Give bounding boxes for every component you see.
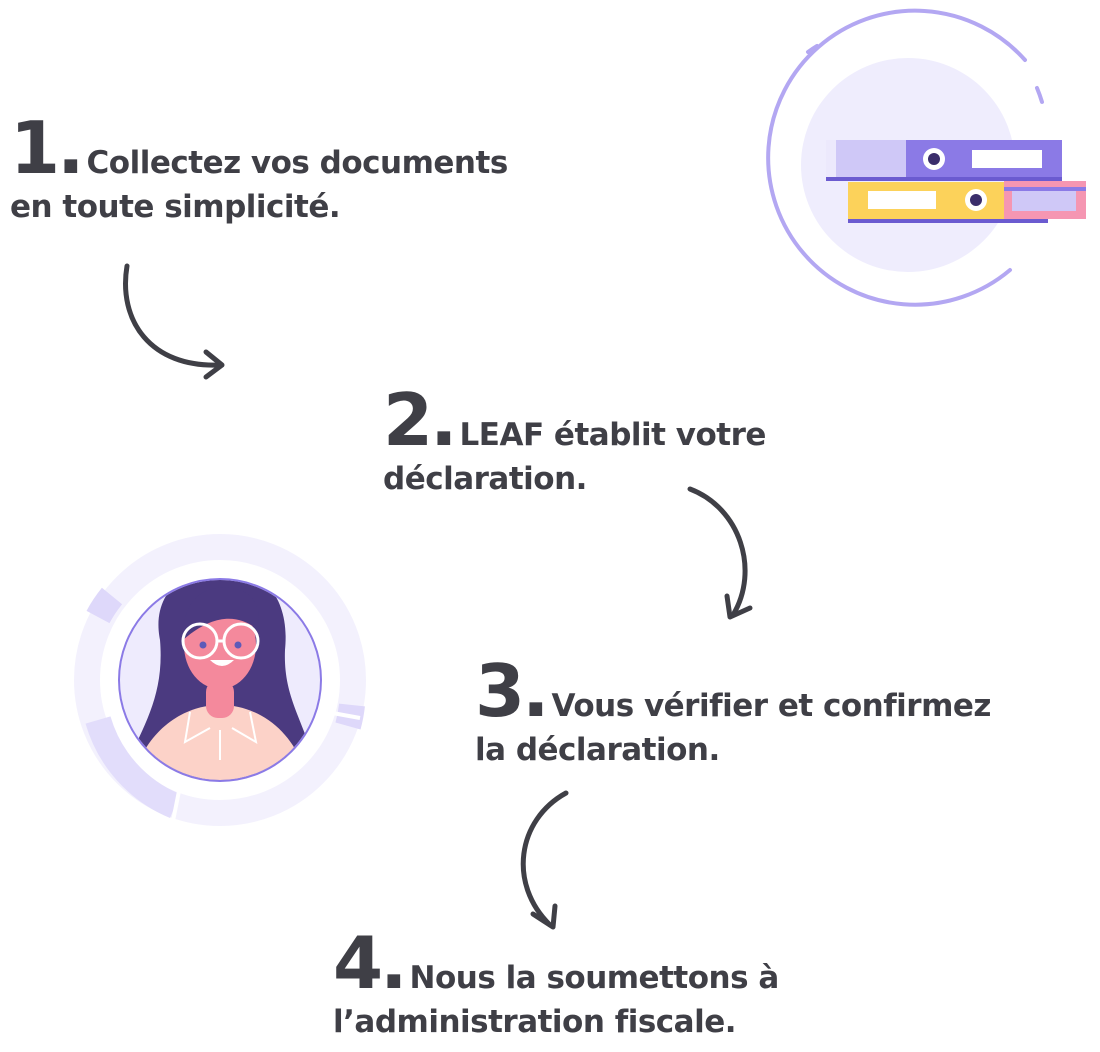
ring-icon xyxy=(766,8,1044,307)
glasses-icon xyxy=(181,622,260,660)
curved-arrow-icon-2 xyxy=(687,486,753,620)
purple-binder-icon xyxy=(826,140,1062,181)
step-text-line1: Collectez vos documents xyxy=(86,145,509,181)
step-number: 2. xyxy=(383,378,457,462)
step-3: 3. Vous vérifier et confirmez la déclara… xyxy=(475,655,991,766)
step-text-line1: LEAF établit votre xyxy=(459,417,767,453)
step-text-line1: Vous vérifier et confirmez xyxy=(551,688,992,724)
step-2: 2. LEAF établit votre déclaration. xyxy=(383,384,766,495)
curved-arrow-icon-3 xyxy=(520,790,569,930)
step-number: 4. xyxy=(333,921,407,1005)
step-text-line2: l’administration fiscale. xyxy=(333,1004,737,1040)
step-text-line1: Nous la soumettons à xyxy=(409,960,780,996)
folders-illustration xyxy=(766,8,1086,307)
step-number: 3. xyxy=(475,649,549,733)
yellow-binder-icon xyxy=(848,182,1048,223)
step-text-line2: déclaration. xyxy=(383,461,587,497)
curved-arrow-icon-1 xyxy=(123,263,225,380)
step-number: 1. xyxy=(10,106,84,190)
woman-figure xyxy=(120,580,320,780)
step-4: 4. Nous la soumettons à l’administration… xyxy=(333,927,779,1038)
woman-avatar-illustration xyxy=(74,534,366,827)
pink-binder-icon xyxy=(1004,181,1086,219)
step-text-line2: en toute simplicité. xyxy=(10,189,341,225)
step-text-line2: la déclaration. xyxy=(475,732,720,768)
step-1: 1. Collectez vos documents en toute simp… xyxy=(10,112,508,223)
